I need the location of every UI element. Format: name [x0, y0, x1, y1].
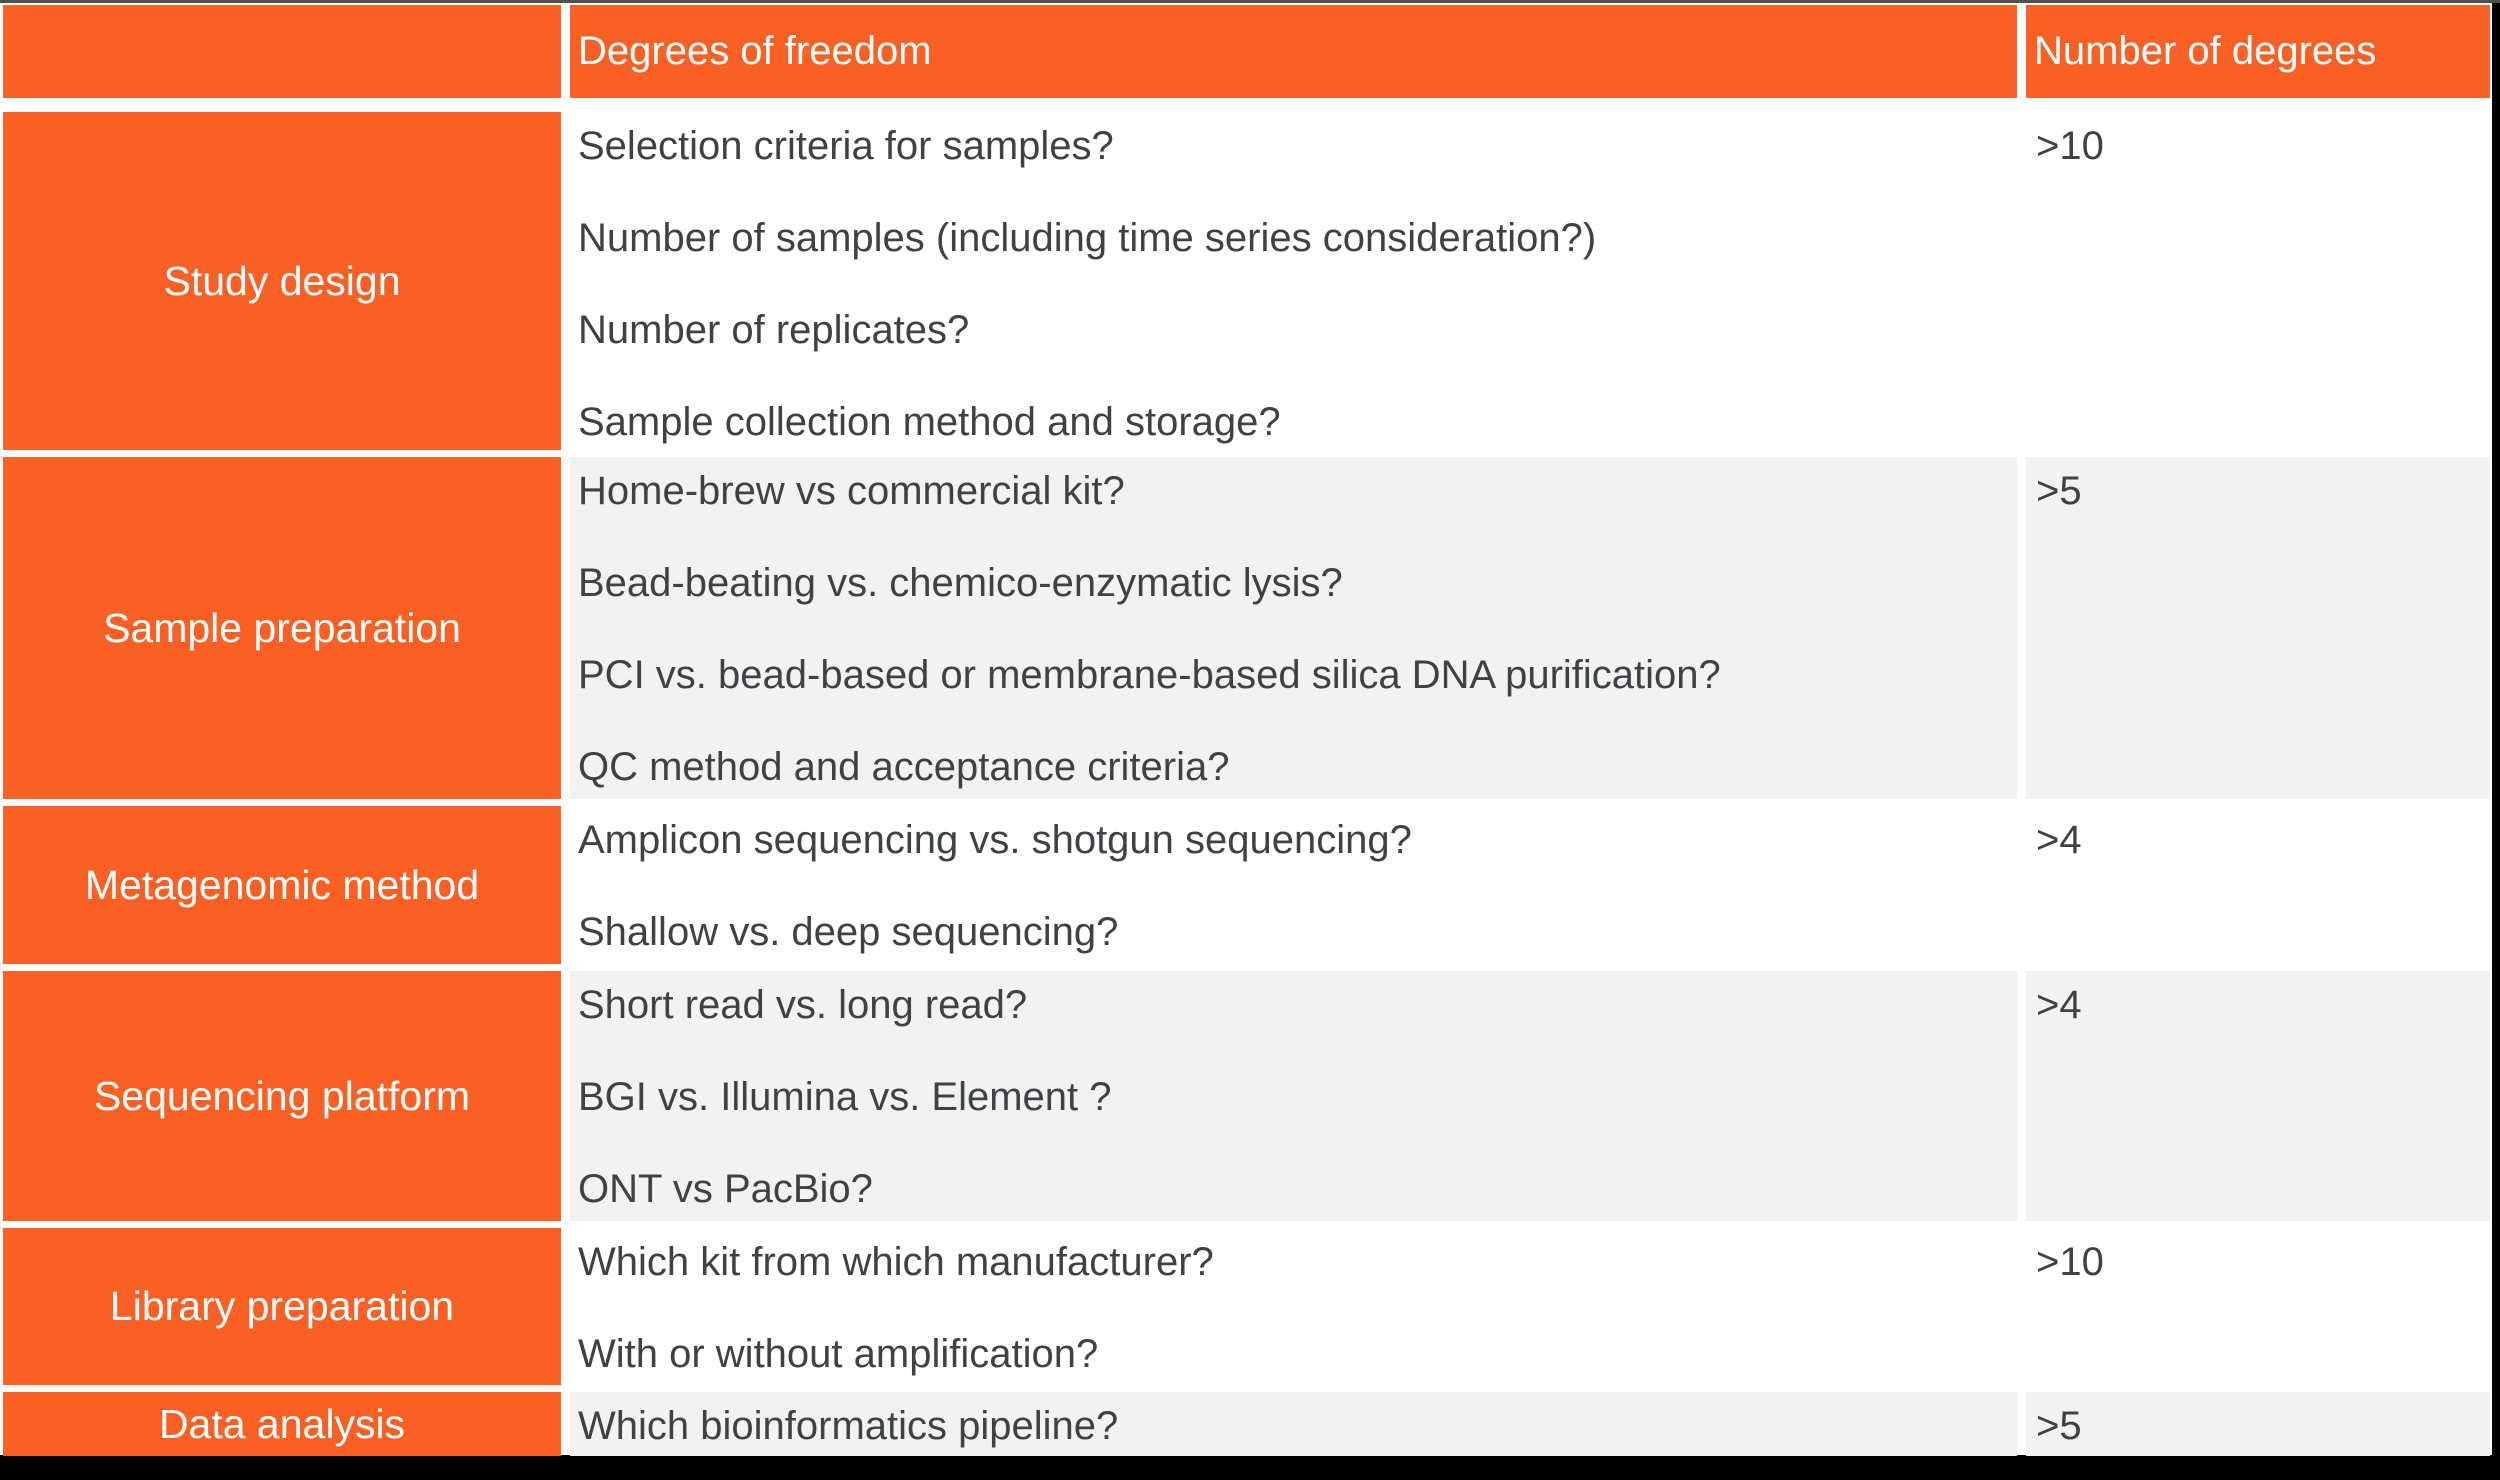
top-edge-line [0, 0, 2500, 3]
slide: Degrees of freedom Number of degrees Stu… [0, 3, 2492, 1456]
question: Selection criteria for samples? [578, 124, 1114, 168]
questions-sequencing-platform: Short read vs. long read? BGI vs. Illumi… [570, 971, 2017, 1221]
row-label-sample-preparation: Sample preparation [3, 457, 561, 799]
degrees-value: >4 [2036, 983, 2082, 1027]
questions-sample-preparation: Home-brew vs commercial kit? Bead-beatin… [570, 457, 2017, 799]
questions-study-design: Selection criteria for samples? Number o… [570, 112, 2017, 450]
degrees-value: >5 [2036, 469, 2082, 513]
question: Home-brew vs commercial kit? [578, 469, 1125, 513]
degrees-count-library-preparation: >10 [2026, 1228, 2490, 1385]
row-label-study-design: Study design [3, 112, 561, 450]
question: PCI vs. bead-based or membrane-based sil… [578, 653, 1721, 697]
degrees-value: >4 [2036, 818, 2082, 862]
question: Amplicon sequencing vs. shotgun sequenci… [578, 818, 1412, 862]
question: Which bioinformatics pipeline? [578, 1404, 1119, 1448]
degrees-value: >10 [2036, 1240, 2104, 1284]
question: BGI vs. Illumina vs. Element ? [578, 1075, 1112, 1119]
degrees-of-freedom-table: Degrees of freedom Number of degrees Stu… [3, 5, 2492, 1456]
row-label-library-preparation: Library preparation [3, 1228, 561, 1385]
question: QC method and acceptance criteria? [578, 745, 1230, 789]
header-degrees-of-freedom: Degrees of freedom [570, 5, 2017, 105]
row-label-data-analysis: Data analysis [3, 1392, 561, 1456]
row-label-metagenomic-method: Metagenomic method [3, 806, 561, 964]
header-number-of-degrees: Number of degrees [2026, 5, 2490, 105]
questions-metagenomic-method: Amplicon sequencing vs. shotgun sequenci… [570, 806, 2017, 964]
degrees-count-metagenomic-method: >4 [2026, 806, 2490, 964]
questions-data-analysis: Which bioinformatics pipeline? [570, 1392, 2017, 1456]
degrees-count-sample-preparation: >5 [2026, 457, 2490, 799]
row-label-sequencing-platform: Sequencing platform [3, 971, 561, 1221]
degrees-value: >10 [2036, 124, 2104, 168]
question: ONT vs PacBio? [578, 1167, 873, 1211]
question: Sample collection method and storage? [578, 400, 1281, 444]
question: With or without amplification? [578, 1332, 1099, 1376]
question: Short read vs. long read? [578, 983, 1028, 1027]
question: Bead-beating vs. chemico-enzymatic lysis… [578, 561, 1343, 605]
question: Which kit from which manufacturer? [578, 1240, 1214, 1284]
question: Shallow vs. deep sequencing? [578, 910, 1119, 954]
header-empty-cell [3, 5, 561, 105]
degrees-count-study-design: >10 [2026, 112, 2490, 450]
questions-library-preparation: Which kit from which manufacturer? With … [570, 1228, 2017, 1385]
degrees-count-data-analysis: >5 [2026, 1392, 2490, 1456]
degrees-value: >5 [2036, 1404, 2082, 1448]
question: Number of samples (including time series… [578, 216, 1597, 260]
degrees-count-sequencing-platform: >4 [2026, 971, 2490, 1221]
question: Number of replicates? [578, 308, 970, 352]
